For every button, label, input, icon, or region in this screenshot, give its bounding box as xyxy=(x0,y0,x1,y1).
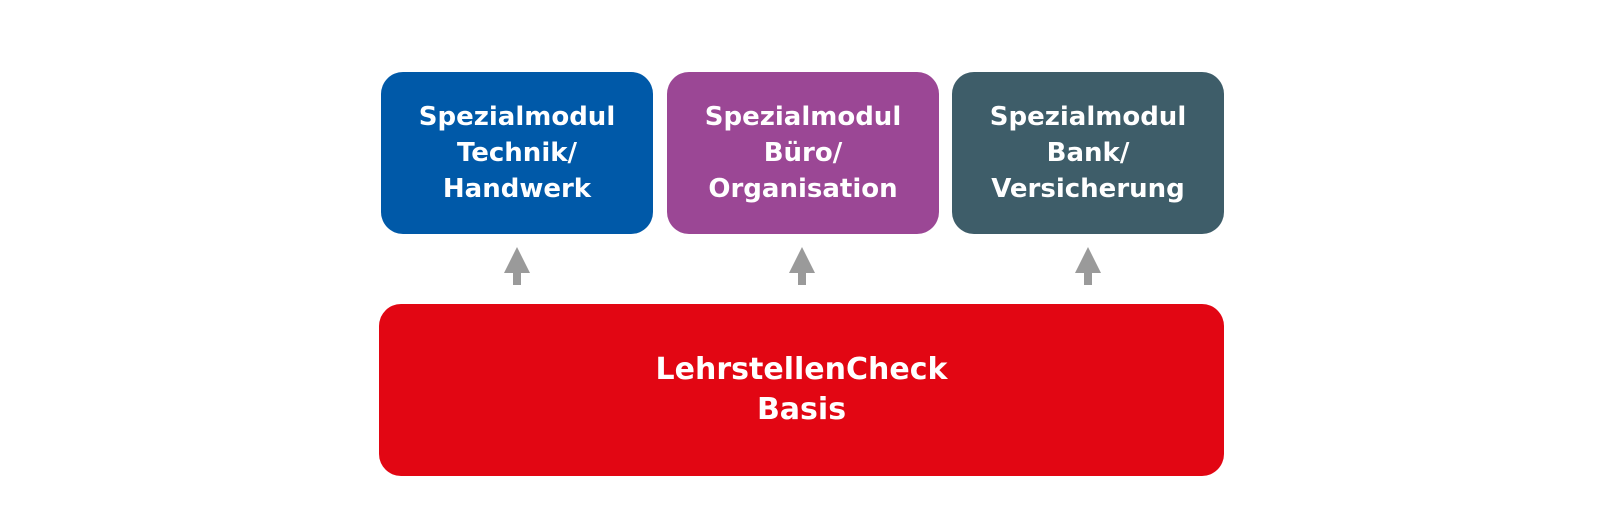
module-label-line: Bank/ xyxy=(1046,138,1130,168)
base-label-line: LehrstellenCheck xyxy=(655,352,948,387)
module-label-line: Spezialmodul xyxy=(989,102,1187,132)
base-label: LehrstellenCheck Basis xyxy=(656,350,948,430)
module-label-line: Handwerk xyxy=(442,174,592,204)
module-bank-versicherung: Spezialmodul Bank/ Versicherung xyxy=(952,72,1224,234)
module-label-line: Spezialmodul xyxy=(704,102,902,132)
module-label-line: Versicherung xyxy=(991,174,1185,204)
arrow-up-icon xyxy=(504,247,530,285)
module-technik-handwerk: Spezialmodul Technik/ Handwerk xyxy=(381,72,653,234)
module-label: Spezialmodul Büro/ Organisation xyxy=(705,99,901,207)
module-label: Spezialmodul Technik/ Handwerk xyxy=(419,99,615,207)
base-label-line: Basis xyxy=(756,392,847,427)
module-label: Spezialmodul Bank/ Versicherung xyxy=(990,99,1186,207)
module-label-line: Spezialmodul xyxy=(418,102,616,132)
module-buero-organisation: Spezialmodul Büro/ Organisation xyxy=(667,72,939,234)
arrow-up-icon xyxy=(1075,247,1101,285)
module-label-line: Büro/ xyxy=(763,138,843,168)
module-label-line: Organisation xyxy=(708,174,898,204)
arrow-up-icon xyxy=(789,247,815,285)
base-module-lehrstellencheck: LehrstellenCheck Basis xyxy=(379,304,1224,476)
module-label-line: Technik/ xyxy=(456,138,578,168)
